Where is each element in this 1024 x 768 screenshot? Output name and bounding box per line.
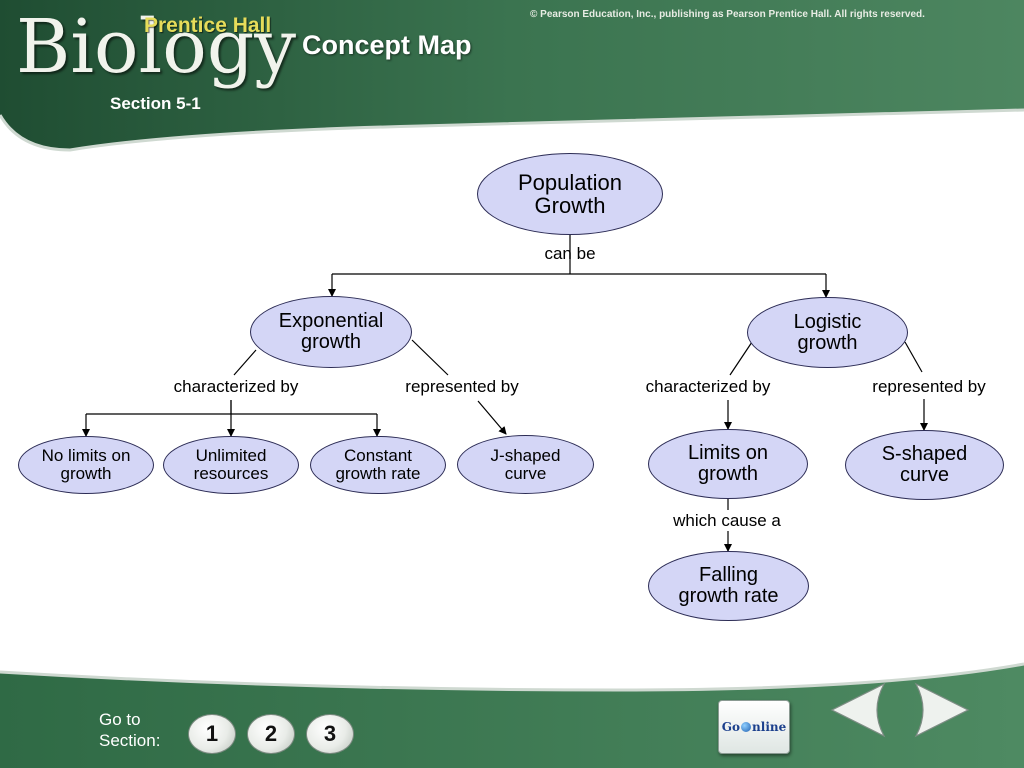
section-label: Section 5-1 [110, 94, 201, 113]
node-label: Falling growth rate [678, 564, 779, 607]
previous-arrow-icon[interactable] [826, 680, 888, 740]
node-logistic-growth: Logistic growth [747, 297, 908, 368]
go-online-button[interactable]: Go nline [718, 700, 790, 754]
go-online-logo: Go nline [722, 720, 786, 734]
link-label-exp-characterized-by: characterized by [173, 377, 299, 396]
node-label: Limits on growth [687, 442, 769, 485]
node-label: Exponential growth [278, 310, 384, 353]
node-no-limits-on-growth: No limits on growth [18, 436, 154, 494]
link-label-log-characterized-by: characterized by [645, 377, 771, 396]
section-2-button[interactable]: 2 [247, 714, 295, 754]
next-arrow-icon[interactable] [912, 680, 974, 740]
go-online-text: Go [721, 720, 741, 734]
link-label-exp-represented-by: represented by [405, 377, 519, 396]
biology-logo: Biology [16, 4, 296, 90]
node-s-shaped-curve: S-shaped curve [845, 430, 1004, 500]
link-label-which-cause-a: which cause a [673, 511, 781, 530]
node-label: No limits on growth [41, 446, 131, 483]
copyright-notice: © Pearson Education, Inc., publishing as… [530, 9, 925, 20]
connector-log-represented [904, 341, 923, 373]
footer-band-edge [0, 662, 1024, 692]
node-label: Population Growth [518, 169, 622, 218]
node-label: J-shaped curve [490, 445, 561, 483]
connector-exp-represented [411, 339, 449, 376]
section-3-button[interactable]: 3 [306, 714, 354, 754]
header-band-edge [0, 108, 1024, 152]
link-label-can-be: can be [544, 244, 596, 263]
node-falling-growth-rate: Falling growth rate [648, 551, 809, 621]
node-limits-on-growth: Limits on growth [648, 429, 808, 499]
header-band [0, 0, 1024, 150]
page-title: Concept Map [302, 30, 472, 60]
node-population-growth: Population Growth [477, 153, 663, 235]
node-label: S-shaped curve [881, 443, 968, 486]
section-1-button[interactable]: 1 [188, 714, 236, 754]
node-unlimited-resources: Unlimited resources [163, 436, 299, 494]
connector-exp-characterized [233, 349, 257, 376]
prentice-hall-logo: Prentice Hall [144, 14, 272, 37]
node-label: Constant growth rate [335, 446, 421, 483]
go-online-text-suffix: nline [752, 720, 787, 734]
connector-to-jshaped [477, 400, 507, 435]
node-exponential-growth: Exponential growth [250, 296, 412, 368]
globe-icon [741, 722, 752, 732]
link-label-log-represented-by: represented by [872, 377, 986, 396]
node-j-shaped-curve: J-shaped curve [457, 435, 594, 494]
connector-log-characterized [729, 341, 753, 376]
node-label: Logistic growth [793, 310, 862, 354]
go-to-section-label: Go to Section: [99, 710, 161, 750]
node-constant-growth-rate: Constant growth rate [310, 436, 446, 494]
node-label: Unlimited resources [193, 446, 269, 483]
